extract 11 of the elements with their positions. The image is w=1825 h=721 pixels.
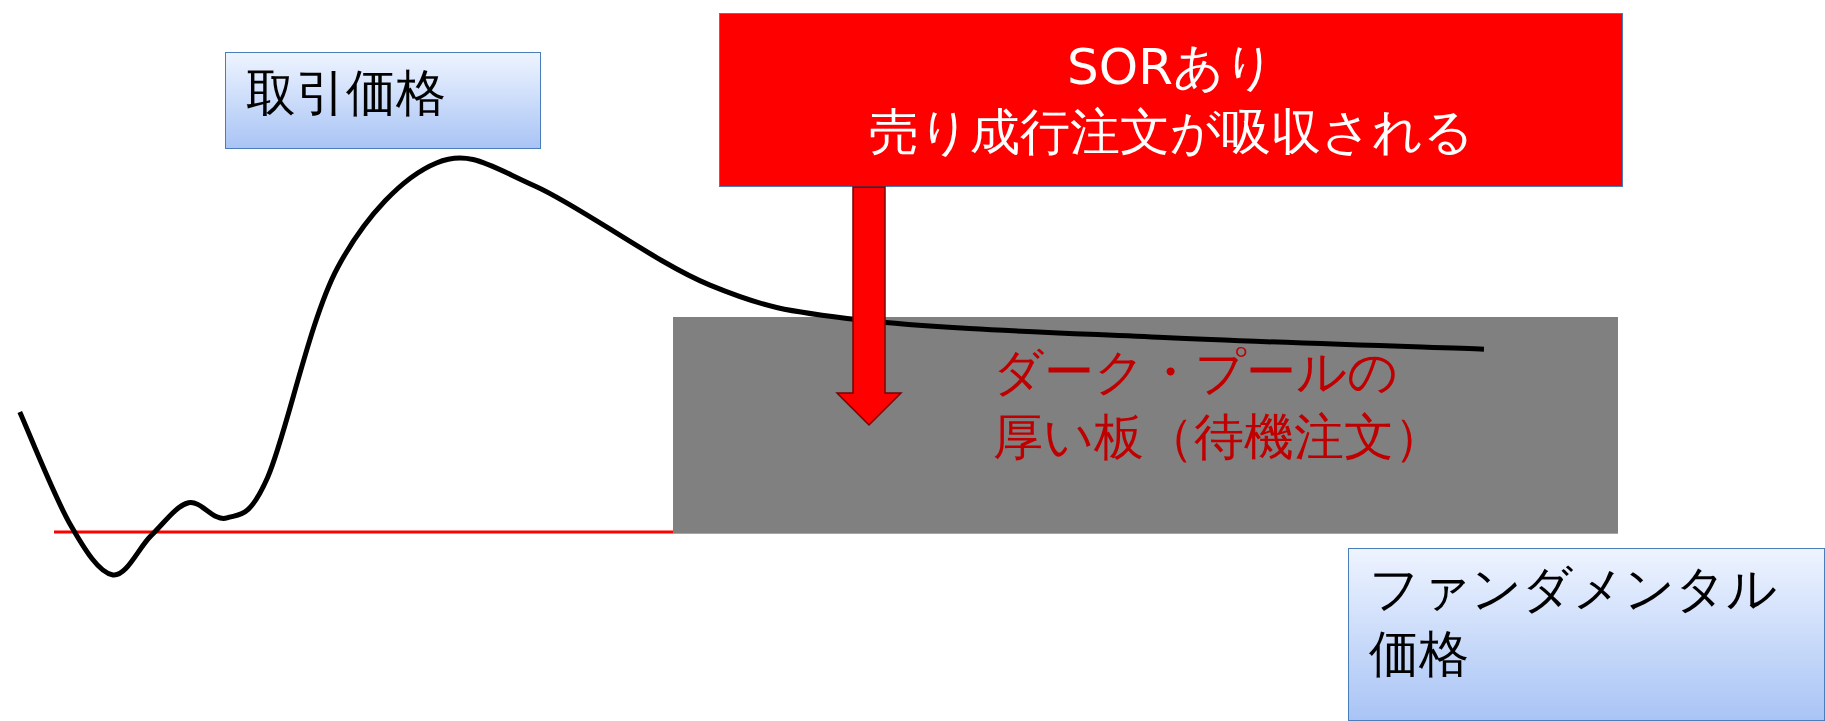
- callout-box: [719, 13, 1623, 187]
- block-label: ダーク・プールの: [993, 342, 1399, 403]
- arrow: [835, 186, 903, 427]
- label-text: ファンダメンタル価格: [1369, 559, 1778, 685]
- dark-pool-block: [673, 317, 1618, 533]
- callout-text: SORあり: [1066, 37, 1276, 98]
- callout-text: 売り成行注文が吸収される: [867, 102, 1475, 163]
- label-box: [1348, 548, 1825, 721]
- label-text: 取引価格: [246, 63, 447, 124]
- label-box: [225, 52, 541, 149]
- block-label: 厚い板（待機注文）: [993, 407, 1445, 468]
